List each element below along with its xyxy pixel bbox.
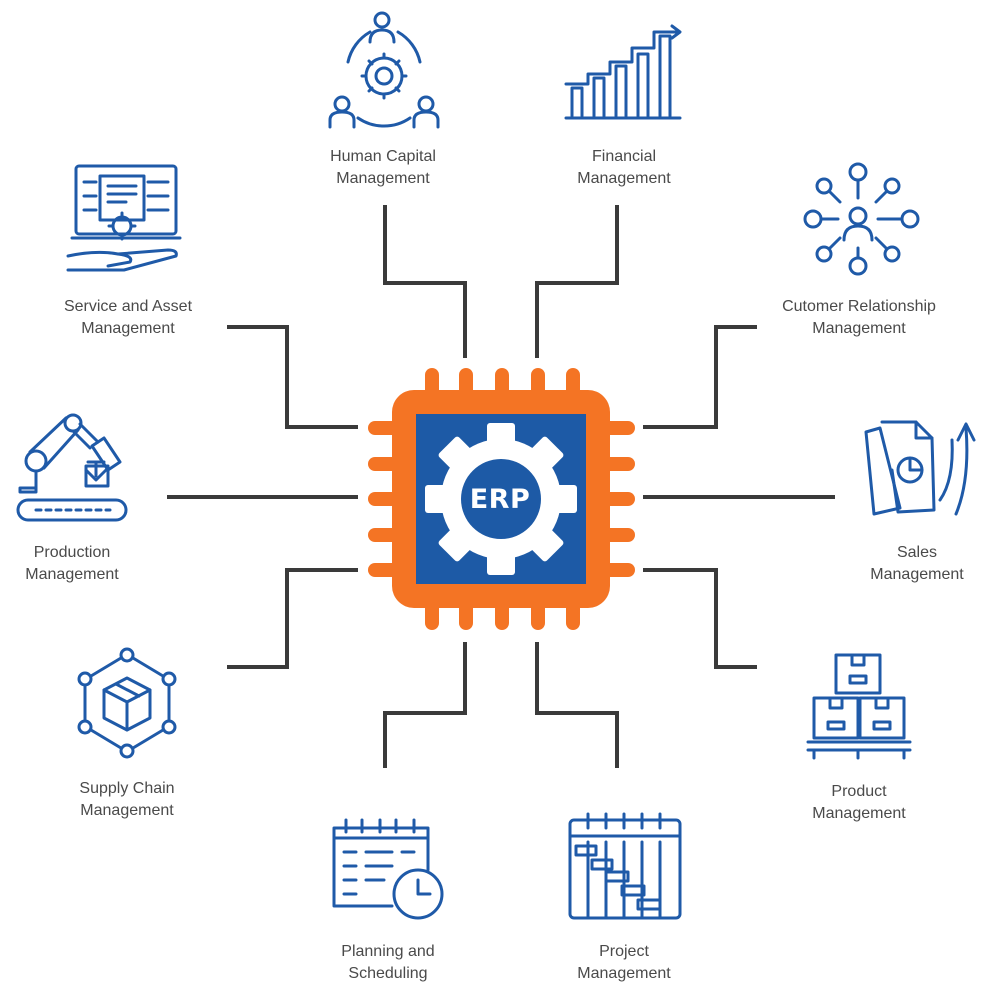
network-search-icon (803, 162, 920, 276)
gantt-calendar-icon (568, 812, 682, 920)
connectors (167, 205, 835, 768)
connector-financial (535, 205, 619, 358)
growth-chart-icon (564, 24, 682, 120)
connector-planning (383, 642, 467, 768)
label-supply-chain: Supply Chain Management (79, 780, 175, 819)
connector-product (643, 568, 757, 669)
label-product: Product Management (812, 783, 906, 822)
calendar-clock-icon (332, 818, 444, 920)
chip-gear-hub (461, 459, 541, 539)
label-production: Production Management (25, 544, 119, 583)
erp-chip (368, 368, 635, 630)
label-project: Project Management (577, 943, 671, 982)
connector-human-capital (383, 205, 467, 358)
laptop-hand-gear-icon (66, 164, 182, 272)
erp-label: ERP (469, 484, 531, 515)
connector-service-asset (227, 325, 358, 429)
label-service-asset: Service and Asset Management (63, 298, 193, 337)
label-sales: Sales Management (870, 544, 964, 583)
report-arrow-icon (864, 420, 976, 516)
label-planning: Planning and Scheduling (341, 943, 435, 982)
label-human-capital: Human Capital Management (330, 148, 436, 187)
connector-crm (643, 325, 757, 429)
boxes-pallet-icon (806, 653, 912, 760)
team-gear-icon (328, 11, 440, 129)
label-crm: Cutomer Relationship Management (782, 298, 936, 337)
box-network-icon (77, 647, 177, 759)
robot-arm-conveyor-icon (16, 413, 128, 522)
connector-project (535, 642, 619, 768)
connector-supply-chain (227, 568, 358, 669)
label-financial: Financial Management (577, 148, 671, 187)
